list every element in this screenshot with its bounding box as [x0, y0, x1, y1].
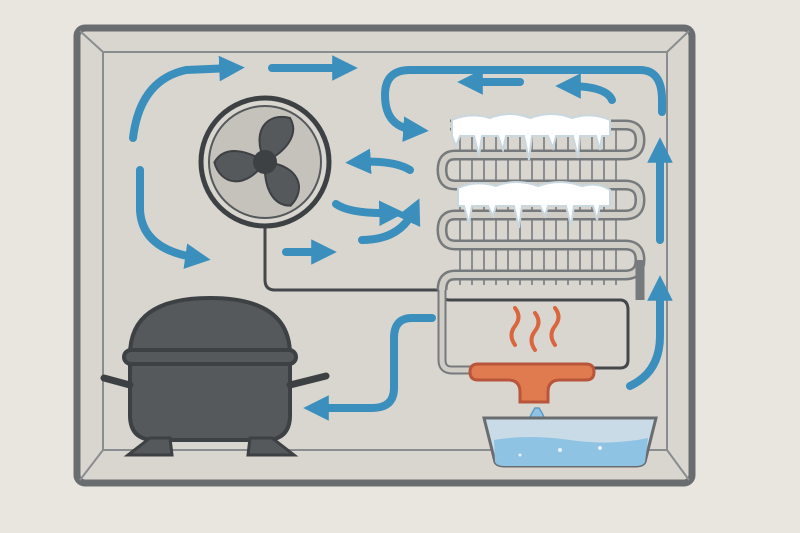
- frost-top: [451, 113, 611, 161]
- compressor-foot-left: [123, 436, 174, 457]
- compressor-icon: [100, 295, 330, 457]
- airflow-arrows: [129, 55, 673, 421]
- airflow-arrow-icon: [626, 275, 673, 390]
- airflow-arrow-icon: [129, 55, 245, 142]
- airflow-arrow-icon: [136, 166, 211, 269]
- fan-hub: [253, 150, 277, 174]
- fan-wire: [263, 223, 442, 292]
- cabinet-edge-br: [666, 449, 690, 481]
- frost-icon: [451, 113, 611, 229]
- cabinet-edge-bl: [79, 449, 104, 481]
- fan-blades: [213, 115, 300, 207]
- airflow-arrow-icon: [358, 198, 421, 244]
- airflow-arrow-icon: [332, 200, 405, 227]
- cabinet-edge-tr: [666, 30, 690, 53]
- frost-middle: [457, 181, 611, 229]
- airflow-arrow-icon: [303, 314, 436, 421]
- compressor-band: [122, 348, 298, 366]
- compressor-foot-right: [246, 436, 299, 457]
- airflow-arrow-icon: [381, 66, 644, 142]
- drain-water: [494, 437, 648, 466]
- compressor-pipe-left: [100, 374, 134, 389]
- heat-waves-icon: [509, 306, 561, 352]
- heater-element: [468, 362, 596, 404]
- airflow-arrow-icon: [555, 73, 616, 104]
- airflow-arrow-icon: [345, 148, 414, 175]
- cabinet-inner-wall: [102, 51, 668, 451]
- drain-pan-icon: [482, 416, 658, 468]
- compressor-body: [128, 295, 292, 442]
- fan-icon: [198, 95, 332, 229]
- cabinet-edge-tl: [79, 30, 104, 53]
- coil-return: [439, 290, 478, 373]
- airflow-arrow-icon: [636, 66, 666, 116]
- compressor-pipe-right: [286, 372, 330, 389]
- defrost-heater-icon: [468, 362, 596, 404]
